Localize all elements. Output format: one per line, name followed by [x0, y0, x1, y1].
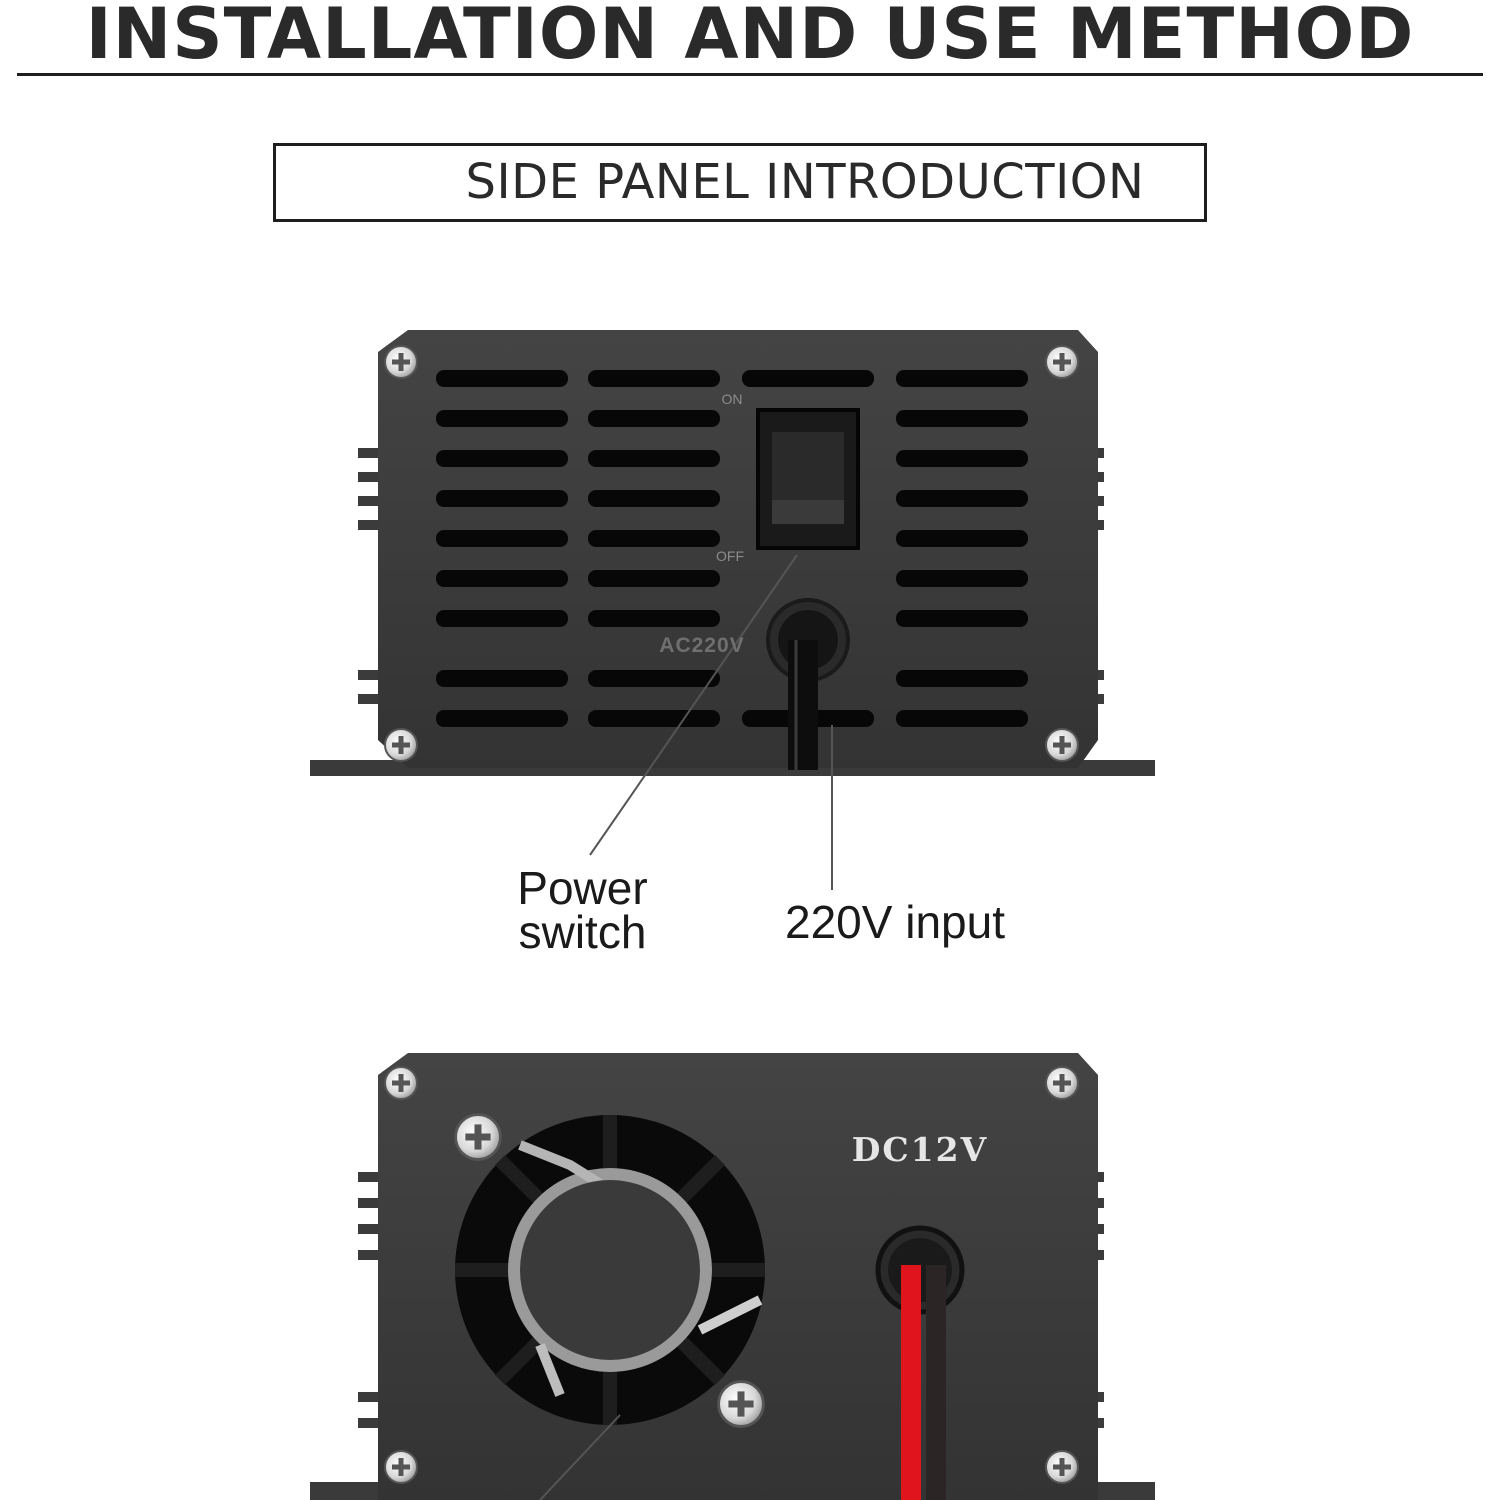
switch-off-label: OFF	[716, 548, 744, 564]
dc-voltage-label: DC12V	[852, 1130, 988, 1169]
page-title: INSTALLATION AND USE METHOD	[85, 0, 1415, 75]
ac-side-panel	[310, 330, 1155, 776]
screw-icon	[1045, 345, 1079, 379]
section-title: SIDE PANEL INTRODUCTION	[465, 154, 1145, 210]
screw-icon	[384, 728, 418, 762]
power-switch-callout: Power switch	[500, 862, 665, 958]
switch-on-label: ON	[722, 391, 743, 407]
section-title-box: SIDE PANEL INTRODUCTION	[273, 143, 1207, 222]
power-switch-callout-line1: Power	[517, 862, 648, 914]
screw-icon	[384, 1450, 418, 1484]
screw-icon	[717, 1380, 765, 1428]
title-divider	[17, 73, 1483, 76]
screw-icon	[1045, 1450, 1079, 1484]
ac-housing	[378, 330, 1098, 768]
input-callout: 220V input	[785, 896, 1005, 948]
fan-leader-line	[539, 1414, 621, 1500]
screw-icon	[384, 1066, 418, 1100]
power-switch-callout-line2: switch	[518, 906, 647, 958]
power-switch-leader-line	[589, 554, 798, 856]
dc-side-panel	[310, 1053, 1155, 1500]
screw-icon	[454, 1113, 502, 1161]
screw-icon	[1045, 1066, 1079, 1100]
screw-icon	[384, 345, 418, 379]
ac-voltage-label: AC220V	[659, 634, 744, 657]
screw-icon	[1045, 728, 1079, 762]
